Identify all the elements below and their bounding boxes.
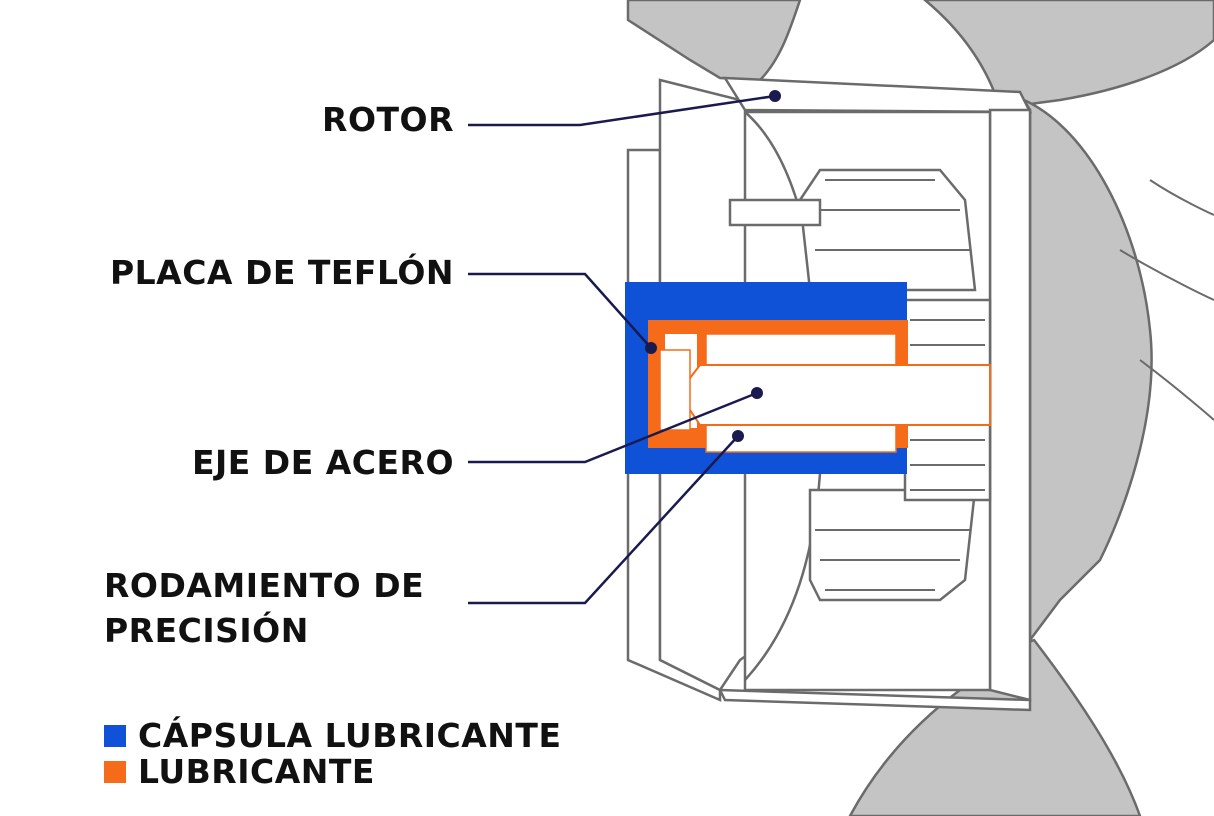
label-precision-bearing-line1: RODAMIENTO DE <box>104 566 425 605</box>
label-precision-bearing: RODAMIENTO DE PRECISIÓN <box>104 563 424 653</box>
fan-blade-bottom <box>848 638 1142 816</box>
legend-swatch-capsule <box>104 724 126 747</box>
leader-lines <box>468 90 781 605</box>
label-steel-shaft: EJE DE ACERO <box>191 443 454 482</box>
fan-blade-right <box>1020 97 1153 644</box>
legend-swatch-lubricant <box>104 760 126 783</box>
leader-teflon-dot <box>645 342 657 354</box>
label-precision-bearing-line2: PRECISIÓN <box>104 611 309 650</box>
stator-bottom-block <box>808 488 977 602</box>
stator-bottom-detail <box>815 529 970 591</box>
leader-bearing <box>468 435 739 605</box>
fan-blade-outer-right <box>1119 179 1214 421</box>
leader-rotor-dot <box>769 90 781 102</box>
leader-rotor <box>468 94 776 127</box>
frame-right-wall <box>988 108 1032 702</box>
fan-blades <box>626 0 1214 816</box>
label-teflon-plate: PLACA DE TEFLÓN <box>109 253 454 292</box>
fan-blade-upper-left <box>626 0 802 82</box>
legend-label-capsule: CÁPSULA LUBRICANTE <box>138 716 562 755</box>
label-rotor: ROTOR <box>322 100 454 139</box>
steel-shaft <box>658 364 991 426</box>
stator-top-block <box>798 168 977 292</box>
precision-bearing-upper <box>705 333 897 369</box>
leader-bearing-dot <box>732 430 744 442</box>
legend-label-lubricant: LUBRICANTE <box>138 752 375 791</box>
frame-bottom-bar <box>717 688 1032 712</box>
fan-blade-top <box>923 0 1214 110</box>
stator-pin-top <box>728 198 822 227</box>
stator-top-detail <box>815 179 970 251</box>
legend-item-capsule: CÁPSULA LUBRICANTE <box>104 716 561 755</box>
stator-hub-teeth <box>910 319 985 491</box>
leader-teflon <box>468 272 652 349</box>
bearing-capsule <box>625 282 991 474</box>
leader-shaft-dot <box>751 387 763 399</box>
legend-item-lubricant: LUBRICANTE <box>104 752 375 791</box>
leader-shaft <box>468 391 758 464</box>
teflon-plate <box>659 349 691 431</box>
